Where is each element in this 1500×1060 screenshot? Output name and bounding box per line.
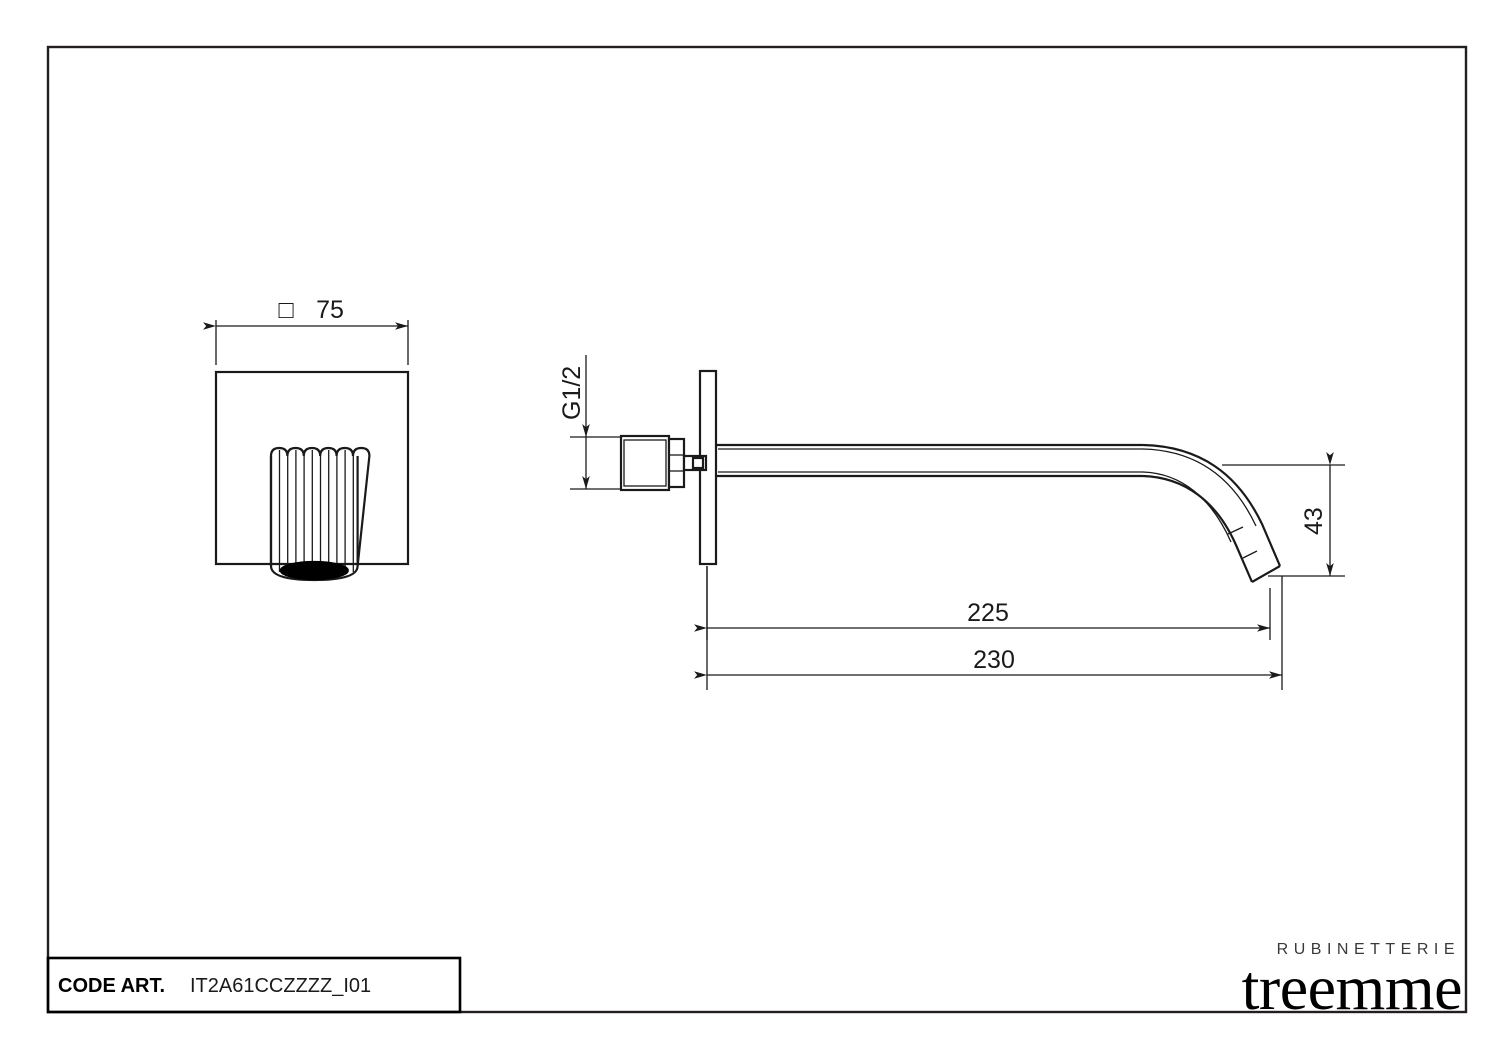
dim-text-spout-drop: 43 [1300, 507, 1328, 535]
dim-spout-drop [1222, 452, 1345, 577]
outlet-opening [279, 560, 349, 581]
g12-connector [619, 434, 708, 492]
dim-plate-width [203, 320, 409, 365]
code-art-label: CODE ART. [58, 975, 166, 997]
brand-name: treemme [1241, 952, 1463, 1023]
title-block-box [46, 956, 462, 1014]
dim-thread-g12 [570, 355, 620, 490]
dim-text-projection-inner: 225 [967, 599, 1009, 627]
side-view-group [570, 355, 1345, 690]
front-view-group [203, 320, 410, 582]
code-art-value: IT2A61CCZZZZ_I01 [190, 975, 372, 997]
dim-projection-outer [694, 566, 1283, 690]
brand-sublabel: RUBINETTERIE [1276, 941, 1460, 958]
dim-text-plate-width: 75 [316, 296, 344, 324]
brand-logo: RUBINETTERIE treemme [1241, 941, 1463, 1023]
front-fluted-spout [269, 446, 371, 582]
dim-text-plate-symbol: □ [278, 296, 294, 324]
dim-text-projection-outer: 230 [973, 646, 1015, 674]
spout-arm [716, 443, 1282, 583]
sheet-border [46, 45, 1468, 1014]
dim-text-thread-size: G1/2 [558, 366, 586, 420]
